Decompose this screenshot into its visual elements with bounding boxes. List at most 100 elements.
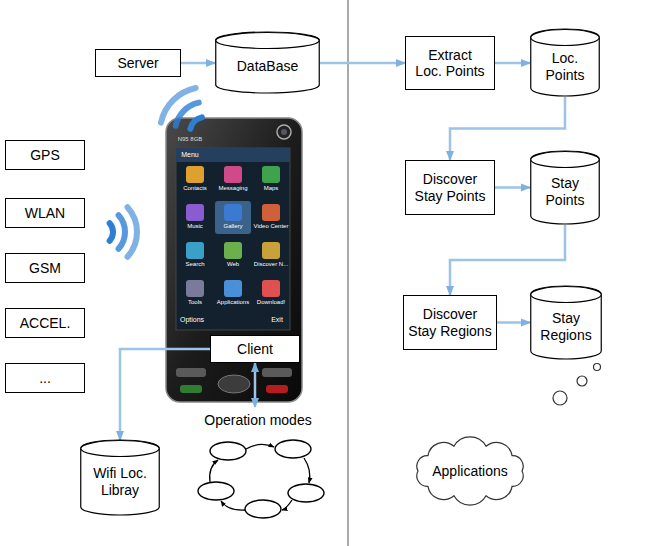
phone-body	[166, 118, 302, 402]
app-icon	[224, 166, 242, 183]
data-store-cylinder: Stay Points	[530, 151, 600, 225]
screen-text: Music	[187, 223, 203, 229]
screen-text: Maps	[264, 185, 279, 191]
node-label: ...	[9, 370, 81, 386]
state-ellipse	[198, 482, 234, 500]
thought-bubbles	[553, 364, 601, 406]
cylinder-top	[531, 287, 602, 303]
node-label: DataBase	[220, 58, 315, 74]
cylinder-top	[531, 30, 600, 46]
phone-illustration	[166, 118, 302, 402]
signal-arc	[110, 223, 113, 240]
node-label: Discover Stay Points	[412, 171, 488, 203]
data-store-cylinder: Stay Regions	[530, 286, 602, 360]
app-icon	[224, 280, 242, 297]
cylinder-body	[531, 286, 602, 359]
state-transition	[304, 458, 310, 483]
cylinder-body	[81, 440, 160, 515]
node-label: Operation modes	[190, 412, 326, 428]
signal-arc	[161, 88, 196, 123]
app-icon	[262, 166, 280, 183]
node-label: ACCEL.	[9, 315, 81, 331]
flow-connector	[495, 186, 530, 189]
end-key	[266, 385, 288, 393]
app-icon	[224, 242, 242, 259]
cylinder-body	[531, 151, 600, 224]
thought-bubble	[594, 364, 601, 371]
app-icon	[262, 280, 280, 297]
screen-title-bar	[176, 148, 290, 162]
flow-connector	[497, 321, 530, 324]
node-label: WLAN	[9, 205, 81, 221]
screen-text: Web	[227, 261, 239, 267]
app-icon	[262, 204, 280, 221]
state-ellipse	[275, 440, 311, 458]
node-label: Extract Loc. Points	[415, 47, 485, 79]
soft-key	[262, 368, 292, 377]
flow-connector	[181, 62, 215, 65]
app-icon	[186, 280, 204, 297]
signal-arc	[176, 103, 199, 126]
camera-lens	[277, 125, 291, 139]
screen-text: Download!	[257, 299, 285, 305]
signal-arc	[190, 117, 202, 129]
divider-line	[348, 0, 349, 546]
screen-text: Search	[185, 261, 204, 267]
flow-connector	[120, 349, 210, 440]
state-ellipse	[245, 500, 281, 518]
node-label: Wifi Loc. Libray	[87, 465, 153, 497]
sensor-box: ACCEL.	[5, 308, 85, 338]
signal-arc	[119, 215, 125, 248]
flow-connector	[450, 97, 565, 160]
node-label: GPS	[9, 147, 81, 163]
call-key	[180, 385, 202, 393]
sensor-box: GSM	[5, 253, 85, 283]
state-transition	[221, 501, 245, 510]
flow-connector	[320, 62, 405, 65]
node-label: Stay Points	[539, 175, 591, 207]
node-label: Server	[98, 55, 178, 71]
state-transition	[282, 500, 292, 510]
node-label: Applications	[422, 463, 518, 479]
state-transition	[210, 460, 218, 482]
screen-text: Video Center	[254, 223, 289, 229]
flow-connector	[450, 225, 565, 295]
wifi-signal-icon	[161, 88, 202, 129]
state-ellipse	[210, 442, 246, 460]
screen-text: Contacts	[183, 185, 207, 191]
node-label: Client	[213, 341, 297, 357]
sensor-box: WLAN	[5, 198, 85, 228]
signal-arc	[127, 207, 137, 257]
library-cylinder: Wifi Loc. Libray	[80, 440, 160, 516]
flow-connector	[495, 62, 530, 65]
app-icon	[224, 204, 242, 221]
camera-lens	[281, 129, 287, 135]
sensor-box: ...	[5, 363, 85, 393]
phone-screen	[176, 148, 290, 330]
app-icon	[186, 204, 204, 221]
soft-key	[176, 368, 206, 377]
screen-text: Options	[180, 316, 204, 323]
cylinder-top	[531, 152, 600, 168]
node-label: Loc. Points	[539, 50, 591, 82]
node-label: Discover Stay Regions	[408, 306, 493, 338]
cylinder-body	[531, 29, 600, 96]
process-box: Extract Loc. Points	[405, 36, 495, 90]
nav-key	[218, 375, 250, 393]
state-ellipse	[288, 484, 324, 502]
data-store-cylinder: Loc. Points	[530, 29, 600, 97]
node-label: GSM	[9, 260, 81, 276]
thought-bubble	[553, 391, 567, 405]
cloud-outline	[417, 437, 523, 505]
state-transition	[246, 444, 274, 449]
screen-text: Tools	[188, 299, 202, 305]
screen-text: Exit	[271, 316, 283, 323]
model-label: N95 8GB	[178, 136, 203, 142]
process-box: Discover Stay Points	[405, 160, 495, 215]
screen-text: Messaging	[218, 185, 247, 191]
applications-cloud: Applications	[408, 436, 532, 506]
selection-highlight	[215, 201, 251, 234]
app-icon	[186, 166, 204, 183]
screen-text: Menu	[181, 151, 199, 158]
app-icon	[186, 242, 204, 259]
